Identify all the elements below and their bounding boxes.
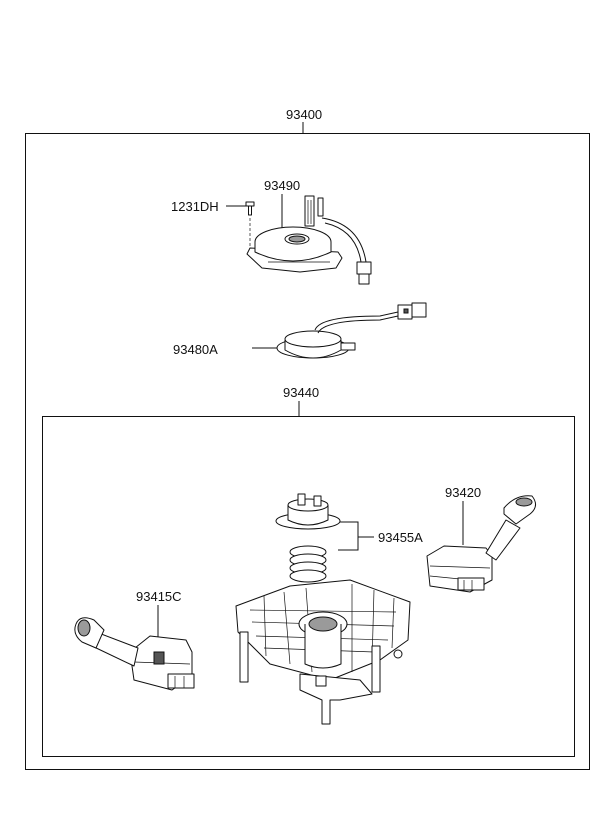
label-93490: 93490 (264, 178, 300, 193)
label-93420: 93420 (445, 485, 481, 500)
switch-housing-icon (235, 579, 411, 725)
spring-icon (289, 545, 327, 583)
right-switch-icon (426, 495, 536, 593)
bushing-icon (275, 493, 341, 530)
horn-contact-icon (276, 302, 427, 359)
label-93480A: 93480A (173, 342, 218, 357)
screw-icon (245, 201, 255, 246)
label-93440: 93440 (283, 385, 319, 400)
label-93455A: 93455A (378, 530, 423, 545)
label-93415C: 93415C (136, 589, 182, 604)
label-93400: 93400 (286, 107, 322, 122)
assembly-frame (25, 133, 590, 770)
clock-spring-icon (246, 195, 372, 285)
spring-bushing-bracket (338, 521, 374, 551)
left-switch-icon (74, 617, 195, 691)
switch-body-frame (42, 416, 575, 757)
label-1231DH: 1231DH (171, 199, 219, 214)
